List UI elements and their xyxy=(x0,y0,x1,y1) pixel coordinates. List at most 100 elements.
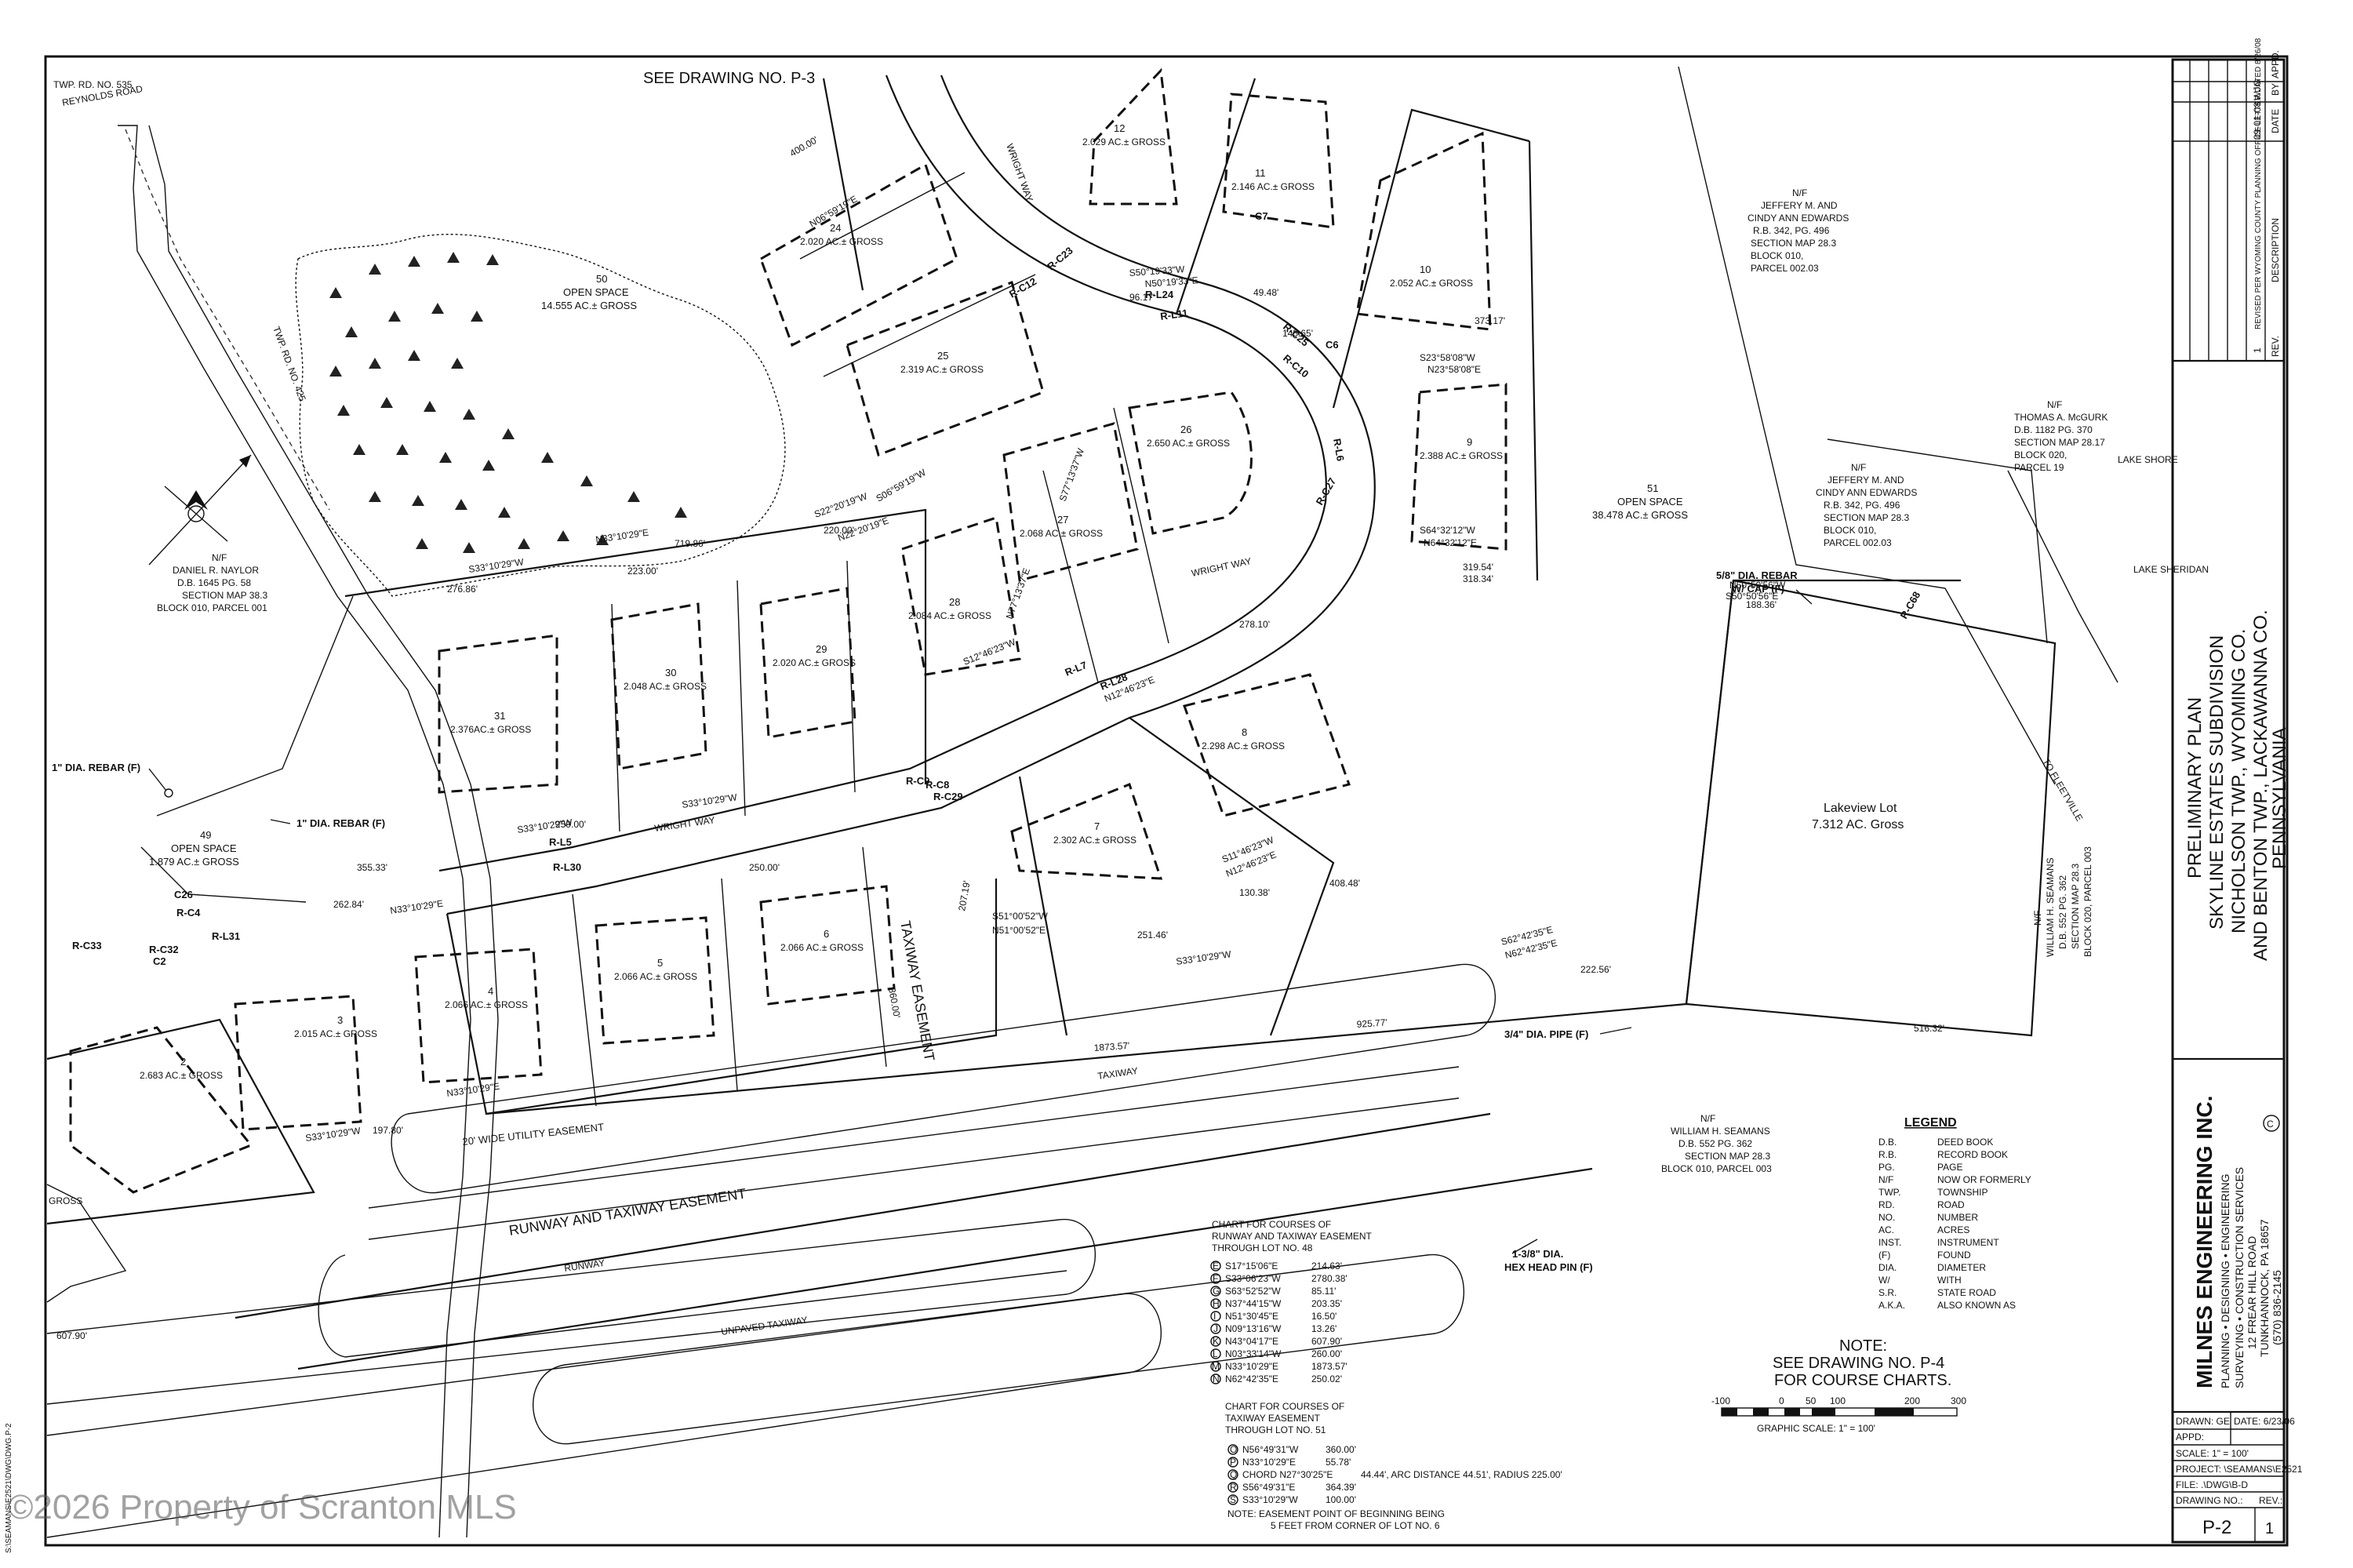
svg-text:1" DIA. REBAR (F): 1" DIA. REBAR (F) xyxy=(52,762,140,773)
svg-text:207.19': 207.19' xyxy=(956,880,973,912)
svg-text:ROAD: ROAD xyxy=(1937,1199,1965,1210)
svg-text:NOW OR FORMERLY: NOW OR FORMERLY xyxy=(1937,1174,2031,1185)
legend-row: R.B.RECORD BOOK xyxy=(1878,1149,2008,1160)
lot-number: 28 xyxy=(949,596,960,608)
lot-10: 102.052 AC.± GROSS xyxy=(1390,264,1473,289)
legend-row: RD.ROAD xyxy=(1878,1199,1965,1210)
svg-text:1-3/8" DIA.: 1-3/8" DIA. xyxy=(1512,1248,1563,1260)
svg-text:1" DIA. REBAR (F): 1" DIA. REBAR (F) xyxy=(296,817,385,829)
svg-text:HEX HEAD PIN (F): HEX HEAD PIN (F) xyxy=(1504,1261,1593,1273)
svg-text:TOWNSHIP: TOWNSHIP xyxy=(1937,1187,1988,1198)
svg-text:319.54': 319.54' xyxy=(1463,562,1493,573)
open-space-number: 49 xyxy=(200,829,211,841)
lot-area: 2.388 AC.± GROSS xyxy=(1420,450,1503,461)
legend-row: PG.PAGE xyxy=(1878,1162,1962,1173)
drawn-by: DRAWN: GE xyxy=(2176,1416,2230,1427)
road-wright-way-2: WRIGHT WAY xyxy=(1191,555,1253,579)
unpaved-taxiway-label: UNPAVED TAXIWAY xyxy=(720,1315,808,1337)
svg-text:R-C33: R-C33 xyxy=(72,940,102,951)
lot-3: 32.015 AC.± GROSS xyxy=(294,1014,377,1039)
open-space-area: 38.478 AC.± GROSS xyxy=(1592,509,1688,521)
svg-text:BLOCK 010,: BLOCK 010, xyxy=(1751,250,1803,261)
rev-description: REVISED PER WYOMING COUNTY PLANNING OFFI… xyxy=(2254,38,2263,329)
svg-text:(F): (F) xyxy=(1878,1250,1890,1261)
lot-30: 302.048 AC.± GROSS xyxy=(624,667,707,692)
lot-2: 22.683 AC.± GROSS xyxy=(140,1056,223,1081)
svg-text:INSTRUMENT: INSTRUMENT xyxy=(1937,1237,1999,1248)
svg-text:C2: C2 xyxy=(153,955,166,967)
svg-text:NO.: NO. xyxy=(1878,1212,1895,1223)
lot-area: 2.066 AC.± GROSS xyxy=(614,971,697,982)
lot-6: 62.066 AC.± GROSS xyxy=(780,928,864,953)
svg-text:S33°06'23"W: S33°06'23"W xyxy=(1225,1273,1281,1284)
lot-area: 2.052 AC.± GROSS xyxy=(1390,278,1473,289)
north-arrow-icon xyxy=(148,454,252,566)
svg-text:M: M xyxy=(1212,1361,1220,1372)
svg-text:N62°42'35"E: N62°42'35"E xyxy=(1225,1373,1278,1384)
svg-text:RECORD BOOK: RECORD BOOK xyxy=(1937,1149,2008,1160)
svg-text:R-L24: R-L24 xyxy=(1145,289,1174,300)
rev-header-rev: REV. xyxy=(2270,336,2281,357)
open-space-number: 50 xyxy=(596,273,607,285)
svg-text:5 FEET FROM CORNER OF LOT NO.: 5 FEET FROM CORNER OF LOT NO. 6 xyxy=(1271,1520,1440,1531)
rev-header-appd: APPD. xyxy=(2270,50,2281,78)
svg-text:R.B. 342, PG. 496: R.B. 342, PG. 496 xyxy=(1753,225,1830,236)
svg-text:SECTION MAP 28.3: SECTION MAP 28.3 xyxy=(1685,1151,1770,1162)
lot-area: 2.298 AC.± GROSS xyxy=(1202,740,1285,751)
file-path: FILE: .\DWG\B-D xyxy=(2176,1479,2248,1490)
marker-rebar-left-2: 1" DIA. REBAR (F) xyxy=(270,817,385,829)
svg-text:BLOCK 010, PARCEL 003: BLOCK 010, PARCEL 003 xyxy=(1661,1163,1772,1174)
firm-sub-3: 12 FREAR HILL ROAD xyxy=(2246,1236,2258,1349)
copyright-icon xyxy=(2263,1115,2280,1132)
svg-text:I: I xyxy=(1213,1311,1216,1322)
svg-text:S50°50'56"E: S50°50'56"E xyxy=(1726,591,1778,602)
svg-text:S64°32'12"W: S64°32'12"W xyxy=(1420,525,1475,536)
svg-text:PAGE: PAGE xyxy=(1937,1162,1962,1173)
svg-text:250.02': 250.02' xyxy=(1311,1373,1342,1384)
svg-text:N: N xyxy=(1213,1373,1220,1384)
legend-row: D.B.DEED BOOK xyxy=(1878,1137,1993,1148)
svg-text:INST.: INST. xyxy=(1878,1237,1901,1248)
svg-text:WILLIAM H. SEAMANS: WILLIAM H. SEAMANS xyxy=(2045,857,2056,957)
project-path: PROJECT: \SEAMANS\E2521 xyxy=(2176,1464,2303,1475)
svg-text:16.50': 16.50' xyxy=(1311,1311,1337,1322)
svg-text:BLOCK 020, PARCEL 003: BLOCK 020, PARCEL 003 xyxy=(2082,846,2093,957)
svg-text:408.48': 408.48' xyxy=(1329,878,1360,889)
firm-sub-5: (570) 836-2145 xyxy=(2271,1270,2283,1345)
svg-text:S17°15'06"E: S17°15'06"E xyxy=(1225,1261,1278,1271)
lot-29: 292.020 AC.± GROSS xyxy=(773,643,856,668)
marker-rebar-cap: 5/8" DIA. REBAR W/ CAP (F) xyxy=(1716,569,1813,605)
drawing-date: DATE: 6/23/06 xyxy=(2234,1416,2295,1427)
lot-number: 7 xyxy=(1094,820,1100,832)
lot-area: 2.650 AC.± GROSS xyxy=(1147,438,1230,449)
svg-text:55.78': 55.78' xyxy=(1326,1457,1351,1468)
svg-text:SECTION MAP 28.17: SECTION MAP 28.17 xyxy=(2014,437,2105,448)
lot-area: 2.020 AC.± GROSS xyxy=(800,236,883,247)
svg-text:13.26': 13.26' xyxy=(1311,1323,1337,1334)
open-space-number: 51 xyxy=(1647,482,1658,494)
rev-date: 09-01-08 xyxy=(2252,102,2263,140)
graphic-scale-bar xyxy=(1721,1407,1958,1417)
note-block: NOTE: SEE DRAWING NO. P-4 FOR COURSE CHA… xyxy=(1773,1337,1951,1389)
svg-text:S22°20'19"W: S22°20'19"W xyxy=(813,490,869,520)
lot-area: 2.376AC.± GROSS xyxy=(450,724,531,735)
note-line-1: SEE DRAWING NO. P-4 xyxy=(1773,1355,1944,1372)
svg-text:PARCEL 002.03: PARCEL 002.03 xyxy=(1751,263,1819,274)
svg-text:S33°10'29"W: S33°10'29"W xyxy=(1175,948,1232,967)
chart-taxiway-courses: CHART FOR COURSES OF TAXIWAY EASEMENT TH… xyxy=(1225,1401,1562,1531)
owner-mcgurk: N/F THOMAS A. McGURK D.B. 1182 PG. 370 S… xyxy=(2014,399,2108,473)
rev-label: REV.: xyxy=(2259,1495,2282,1506)
svg-text:278.10': 278.10' xyxy=(1239,619,1270,630)
svg-text:200: 200 xyxy=(1904,1395,1920,1406)
lot-25: 252.319 AC.± GROSS xyxy=(900,350,984,375)
legend-row: W/WITH xyxy=(1878,1275,1962,1286)
distance-labels: 400.00' 220.00' 250.00' 360.00' 223.00' … xyxy=(56,134,1944,1341)
svg-text:0: 0 xyxy=(1779,1395,1784,1406)
svg-text:JEFFERY M. AND: JEFFERY M. AND xyxy=(1761,200,1838,211)
firm-sub-2: SURVEYING • CONSTRUCTION SERVICES xyxy=(2233,1167,2246,1388)
open-space-label: OPEN SPACE xyxy=(563,286,629,298)
